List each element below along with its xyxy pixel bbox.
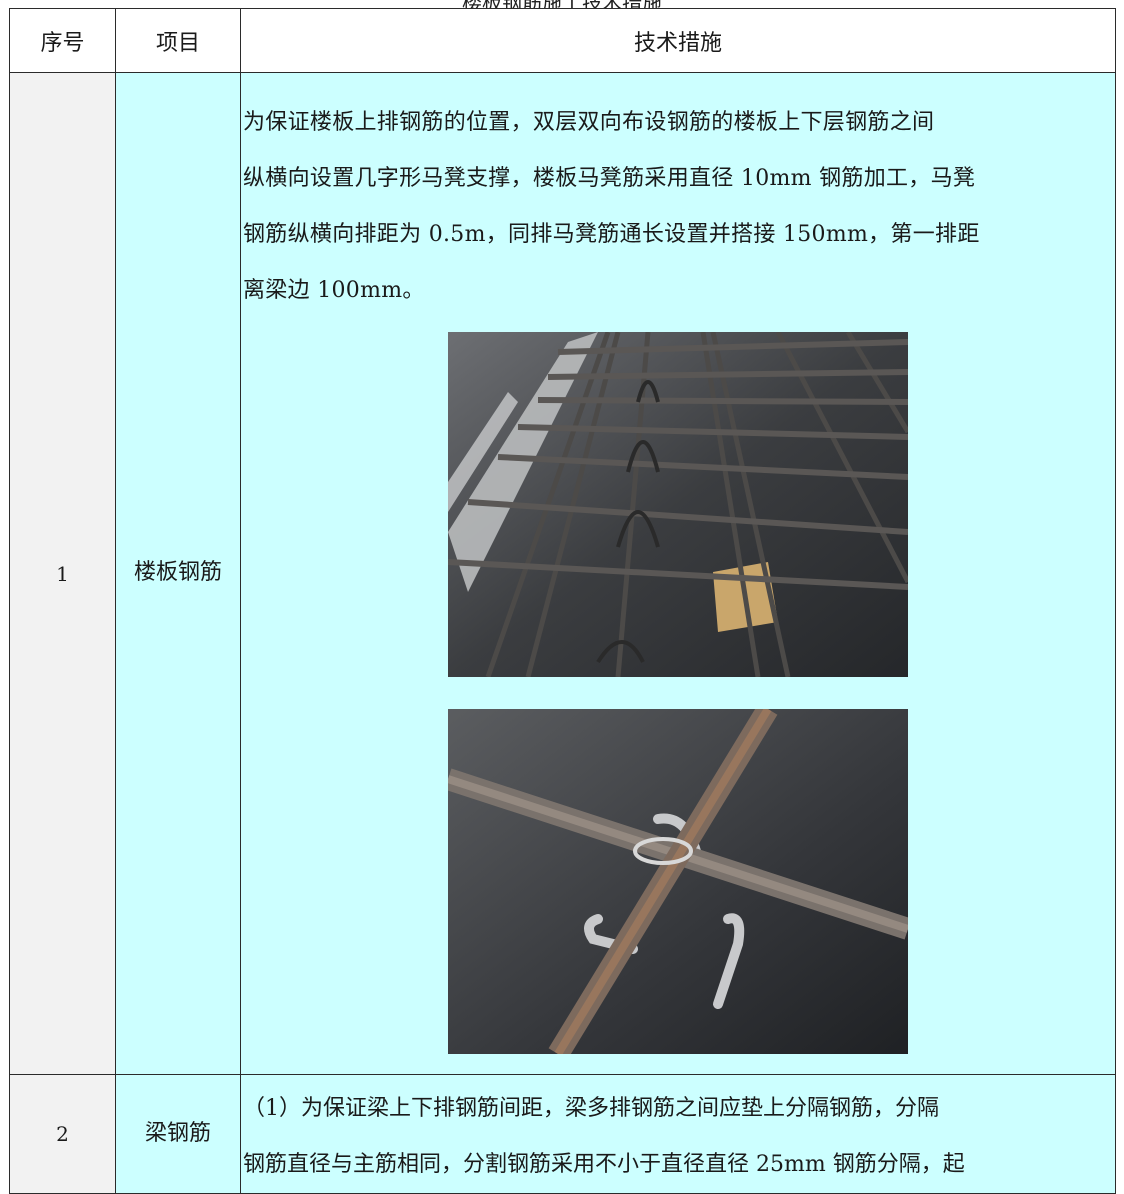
row-measure: 为保证楼板上排钢筋的位置，双层双向布设钢筋的楼板上下层钢筋之间 纵横向设置几字形…	[240, 72, 1116, 1075]
row-measure: （1）为保证梁上下排钢筋间距，梁多排钢筋之间应垫上分隔钢筋，分隔 钢筋直径与主筋…	[240, 1074, 1116, 1194]
table-row: 2 梁钢筋 （1）为保证梁上下排钢筋间距，梁多排钢筋之间应垫上分隔钢筋，分隔 钢…	[9, 1074, 1116, 1194]
table-caption: 楼板钢筋施工技术措施	[0, 0, 1124, 8]
measure-line: 钢筋纵横向排距为 0.5m，同排马凳筋通长设置并搭接 150mm，第一排距	[243, 222, 980, 247]
rebar-chair-closeup-photo	[448, 709, 908, 1054]
header-number: 序号	[9, 8, 116, 73]
table-caption-cropped: 楼板钢筋施工技术措施	[0, 0, 1124, 8]
measure-line: 纵横向设置几字形马凳支撑，楼板马凳筋采用直径 10mm 钢筋加工，马凳	[243, 166, 976, 191]
technical-measures-table: 序号 项目 技术措施 1 楼板钢筋 为保证楼板上排钢筋的位置，双层双向布设钢筋的…	[9, 8, 1116, 1194]
row-number: 1	[9, 72, 116, 1075]
rebar-mesh-photo	[448, 332, 908, 677]
header-item: 项目	[115, 8, 241, 73]
measure-line: 钢筋直径与主筋相同，分割钢筋采用不小于直径直径 25mm 钢筋分隔，起	[243, 1152, 965, 1177]
photo-container	[241, 319, 1115, 681]
row-item: 楼板钢筋	[115, 72, 241, 1075]
measure-text: 为保证楼板上排钢筋的位置，双层双向布设钢筋的楼板上下层钢筋之间 纵横向设置几字形…	[241, 89, 1115, 319]
table-row: 1 楼板钢筋 为保证楼板上排钢筋的位置，双层双向布设钢筋的楼板上下层钢筋之间 纵…	[9, 72, 1116, 1075]
measure-line: （1）为保证梁上下排钢筋间距，梁多排钢筋之间应垫上分隔钢筋，分隔	[243, 1096, 939, 1121]
measure-line: 离梁边 100mm。	[243, 278, 425, 303]
row-number: 2	[9, 1074, 116, 1194]
measure-line: 为保证楼板上排钢筋的位置，双层双向布设钢筋的楼板上下层钢筋之间	[243, 110, 935, 135]
table-header-row: 序号 项目 技术措施	[9, 8, 1116, 73]
measure-text: （1）为保证梁上下排钢筋间距，梁多排钢筋之间应垫上分隔钢筋，分隔 钢筋直径与主筋…	[241, 1075, 1115, 1193]
row-item: 梁钢筋	[115, 1074, 241, 1194]
header-measures: 技术措施	[240, 8, 1116, 73]
photo-container	[241, 681, 1115, 1058]
